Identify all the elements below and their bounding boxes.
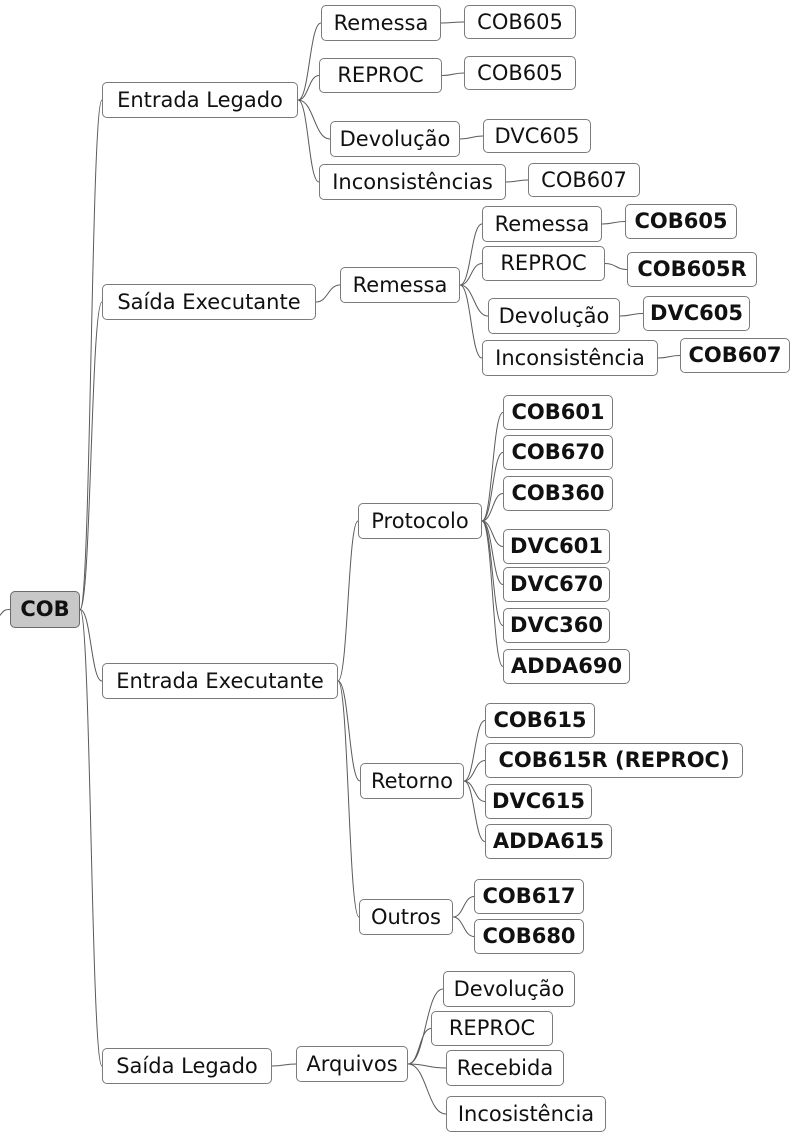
connector-se-devolucao-node-to-se-devolucao-file (619, 313, 644, 317)
el-remessa-file[interactable]: COB605 (464, 5, 576, 39)
connector-entrada-legado-node-to-el-remessa-node (297, 22, 322, 101)
connector-el-remessa-node-to-el-remessa-file (440, 21, 465, 24)
retorno-file-dvc615[interactable]: DVC615 (485, 784, 592, 819)
retorno-file-cob615r[interactable]: COB615R (REPROC) (485, 743, 743, 778)
outros-file-cob617[interactable]: COB617 (474, 879, 584, 914)
connector-entrada-executante-node-to-protocolo-node (337, 520, 359, 682)
arquivos-child-incosistencia[interactable]: Incosistência (446, 1096, 606, 1132)
se-devolucao-file[interactable]: DVC605 (643, 296, 750, 331)
connector-retorno-node-to-retorno-file-dvc615 (463, 780, 486, 802)
se-inconsistencia-file[interactable]: COB607 (680, 338, 790, 373)
entrada-legado-node[interactable]: Entrada Legado (102, 82, 298, 118)
connector-retorno-node-to-retorno-file-adda615 (463, 780, 486, 842)
connector-se-reproc-node-to-se-reproc-file (604, 263, 628, 270)
protocolo-node[interactable]: Protocolo (358, 503, 482, 539)
se-remessa-node[interactable]: Remessa (340, 267, 460, 303)
connector-root-stub (0, 609, 11, 616)
connector-protocolo-node-to-protocolo-file-adda690 (481, 520, 504, 667)
connector-el-reproc-node-to-el-reproc-file (441, 72, 465, 76)
connector-se-remessa-node-to-se-remessa-child-node (459, 223, 483, 286)
connector-se-inconsistencia-node-to-se-inconsistencia-file (657, 355, 681, 359)
protocolo-file-dvc601[interactable]: DVC601 (503, 529, 610, 564)
arquivos-child-reproc[interactable]: REPROC (431, 1011, 553, 1046)
saida-executante-node[interactable]: Saída Executante (102, 284, 316, 320)
connector-protocolo-node-to-protocolo-file-cob670 (481, 452, 504, 522)
se-remessa-file[interactable]: COB605 (625, 204, 737, 239)
connector-entrada-executante-node-to-outros-node (337, 680, 360, 918)
el-inconsistencias-node[interactable]: Inconsistências (319, 164, 506, 200)
connector-entrada-legado-node-to-el-devolucao-node (297, 99, 331, 140)
el-remessa-node[interactable]: Remessa (321, 5, 441, 41)
arquivos-child-devolucao[interactable]: Devolução (443, 971, 575, 1007)
connector-el-inconsistencias-node-to-el-inconsistencias-file (505, 179, 529, 183)
connector-retorno-node-to-retorno-file-cob615 (463, 720, 486, 782)
root-node[interactable]: COB (10, 591, 80, 628)
connector-entrada-legado-node-to-el-reproc-node (297, 75, 320, 101)
connector-protocolo-node-to-protocolo-file-dvc360 (481, 520, 504, 626)
connector-retorno-node-to-retorno-file-cob615r (463, 760, 486, 782)
connector-root-node-to-saida-executante-node (79, 301, 103, 610)
el-reproc-node[interactable]: REPROC (319, 58, 442, 93)
outros-node[interactable]: Outros (359, 899, 453, 935)
connector-arquivos-node-to-arquivos-child-incosistencia (407, 1063, 447, 1115)
connector-protocolo-node-to-protocolo-file-cob360 (481, 493, 504, 522)
se-devolucao-node[interactable]: Devolução (488, 298, 620, 334)
el-reproc-file[interactable]: COB605 (464, 56, 576, 90)
el-devolucao-file[interactable]: DVC605 (483, 119, 591, 153)
connector-se-remessa-node-to-se-devolucao-node (459, 284, 489, 317)
el-inconsistencias-file[interactable]: COB607 (528, 163, 640, 197)
se-inconsistencia-node[interactable]: Inconsistência (482, 340, 658, 376)
se-reproc-file[interactable]: COB605R (627, 252, 757, 287)
connector-saida-executante-node-to-se-remessa-node (315, 284, 341, 303)
se-reproc-node[interactable]: REPROC (482, 246, 605, 281)
connector-outros-node-to-outros-file-cob617 (452, 896, 475, 918)
connector-root-node-to-entrada-executante-node (79, 609, 103, 682)
el-devolucao-node[interactable]: Devolução (330, 121, 460, 157)
protocolo-file-adda690[interactable]: ADDA690 (503, 649, 630, 684)
protocolo-file-cob670[interactable]: COB670 (503, 435, 613, 470)
protocolo-file-cob601[interactable]: COB601 (503, 395, 613, 430)
connector-root-node-to-entrada-legado-node (79, 99, 103, 610)
connector-arquivos-node-to-arquivos-child-reproc (407, 1028, 432, 1065)
connector-se-remessa-child-node-to-se-remessa-file (601, 221, 626, 225)
entrada-executante-node[interactable]: Entrada Executante (102, 663, 338, 699)
connector-entrada-legado-node-to-el-inconsistencias-node (297, 99, 320, 183)
protocolo-file-cob360[interactable]: COB360 (503, 476, 613, 511)
protocolo-file-dvc360[interactable]: DVC360 (503, 608, 610, 643)
connector-arquivos-node-to-arquivos-child-recebida (407, 1063, 447, 1069)
connector-se-remessa-node-to-se-reproc-node (459, 263, 483, 286)
connector-protocolo-node-to-protocolo-file-dvc670 (481, 520, 504, 585)
protocolo-file-dvc670[interactable]: DVC670 (503, 567, 610, 602)
arquivos-node[interactable]: Arquivos (296, 1046, 408, 1082)
connector-el-devolucao-node-to-el-devolucao-file (459, 135, 484, 140)
connector-entrada-executante-node-to-retorno-node (337, 680, 361, 782)
se-remessa-child-node[interactable]: Remessa (482, 206, 602, 242)
retorno-node[interactable]: Retorno (360, 763, 464, 799)
connector-root-node-to-saida-legado-node (79, 609, 103, 1067)
connector-outros-node-to-outros-file-cob680 (452, 916, 475, 937)
connector-se-remessa-node-to-se-inconsistencia-node (459, 284, 483, 359)
retorno-file-adda615[interactable]: ADDA615 (485, 824, 612, 859)
connector-saida-legado-node-to-arquivos-node (271, 1063, 297, 1067)
retorno-file-cob615[interactable]: COB615 (485, 703, 595, 738)
connector-protocolo-node-to-protocolo-file-cob601 (481, 412, 504, 522)
saida-legado-node[interactable]: Saída Legado (102, 1048, 272, 1084)
outros-file-cob680[interactable]: COB680 (474, 919, 584, 954)
arquivos-child-recebida[interactable]: Recebida (446, 1050, 564, 1086)
